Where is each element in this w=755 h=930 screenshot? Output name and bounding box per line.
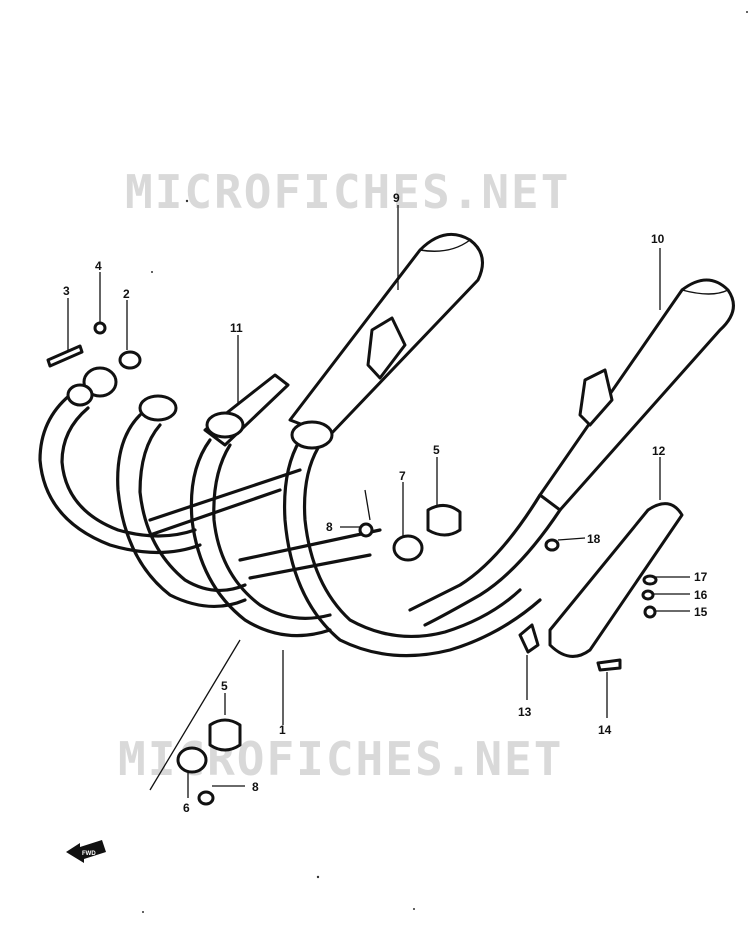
callout-6: 6 [183, 801, 190, 815]
muffler-connector-right [408, 493, 542, 612]
callout-16: 16 [694, 588, 708, 602]
callout-17: 17 [694, 570, 708, 584]
heat-shield [548, 502, 684, 658]
exhaust-header-pipes [38, 393, 542, 658]
callout-8-upper: 8 [326, 520, 333, 534]
callout-18: 18 [587, 532, 601, 546]
bolt-8-upper [358, 522, 374, 538]
stud-bolt-3 [46, 344, 84, 368]
callout-10: 10 [651, 232, 665, 246]
gasket-2 [118, 350, 142, 370]
heat-shield-bracket [518, 623, 540, 654]
joint-5-upper [426, 504, 462, 537]
callout-1: 1 [279, 723, 286, 737]
clamp-6 [176, 746, 208, 774]
callout-9: 9 [393, 191, 400, 205]
callout-3: 3 [63, 284, 70, 298]
callout-5-lower: 5 [221, 679, 228, 693]
clip-18 [544, 538, 560, 552]
forward-arrow-icon: FWD [66, 840, 106, 863]
svg-text:FWD: FWD [82, 851, 96, 857]
callout-2: 2 [123, 287, 130, 301]
muffler-left [288, 232, 484, 437]
callout-5-upper: 5 [433, 443, 440, 457]
callout-12: 12 [652, 444, 666, 458]
callout-4: 4 [95, 259, 102, 273]
heat-shield-screw [596, 658, 622, 672]
callout-11: 11 [230, 321, 243, 335]
bolt-8-lower [197, 790, 215, 806]
muffler-connector-right-inner [423, 508, 562, 627]
leader-lines [67, 205, 690, 798]
header-clamps [66, 366, 334, 450]
washers-15-17 [641, 574, 658, 619]
callout-8-lower: 8 [252, 780, 259, 794]
callout-15: 15 [694, 605, 708, 619]
callout-14: 14 [598, 723, 612, 737]
muffler-right [538, 278, 735, 512]
clamp-7 [392, 534, 424, 562]
callout-7: 7 [399, 469, 406, 483]
nut-4 [93, 321, 107, 335]
callout-13: 13 [518, 705, 532, 719]
joint-5-lower [208, 718, 242, 752]
watermark-top: MICROFICHES.NET [125, 165, 570, 219]
